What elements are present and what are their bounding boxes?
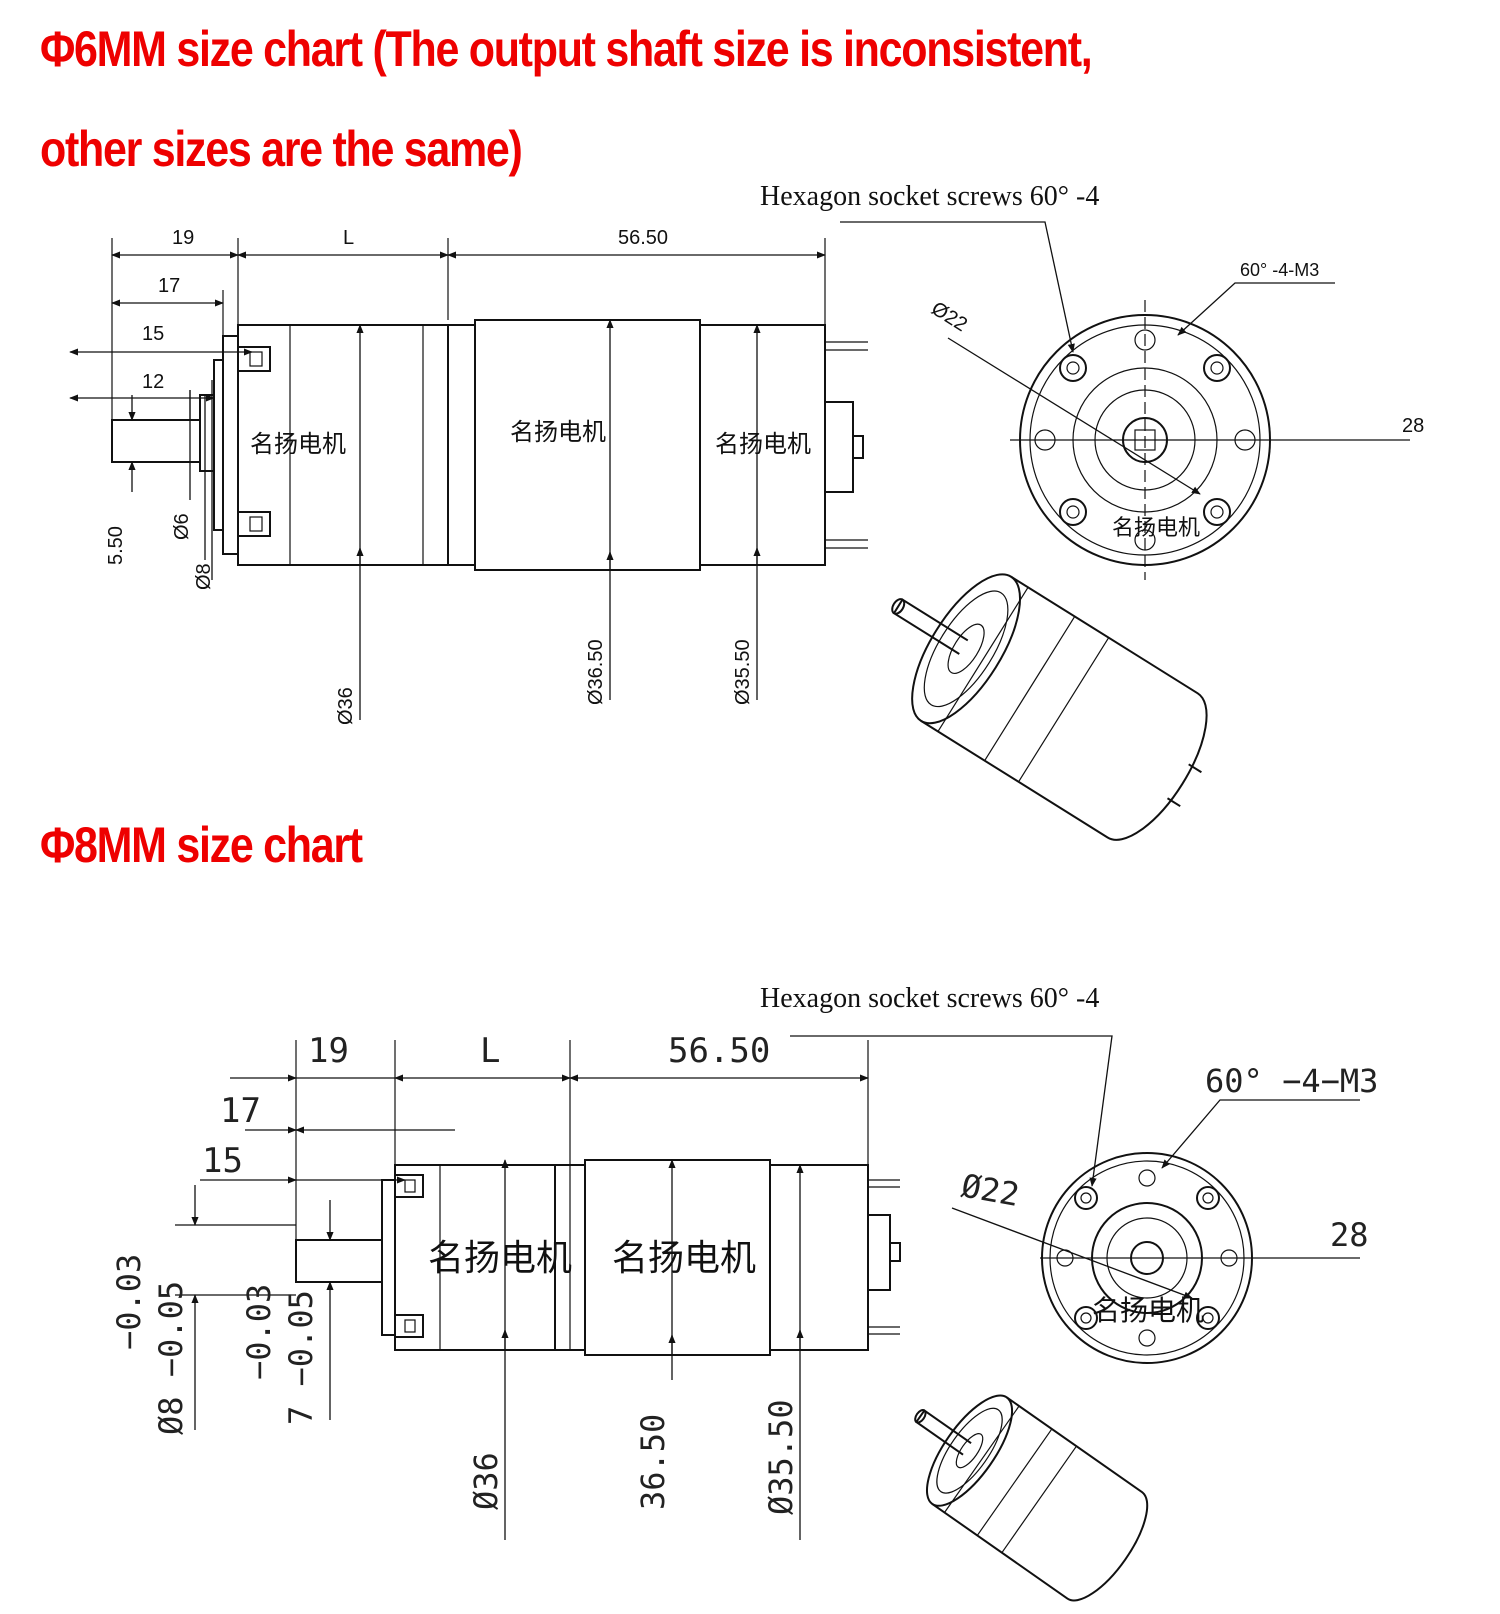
phi8-dim-phi36: Ø36 (467, 1452, 505, 1510)
phi8-motor-back (769, 1164, 869, 1351)
phi8-hole-note: 60° −4−M3 (1205, 1062, 1378, 1100)
phi8-tol-upper-8: −0.03 (110, 1254, 148, 1350)
phi6-dim-phi6: Ø6 (171, 513, 193, 540)
phi6-dim-phi3550: Ø35.50 (732, 639, 754, 705)
phi6-hole-note: 60° -4-M3 (1240, 260, 1319, 280)
phi8-end-view: 60° −4−M3 Ø22 28 名扬电机 (790, 1035, 1378, 1364)
phi8-output-shaft (295, 1239, 383, 1283)
phi6-dim-phi8: Ø8 (193, 563, 215, 590)
phi8-dim-19: 19 (308, 1031, 349, 1071)
phi8-mounting-holes (1056, 1169, 1238, 1347)
phi6-title-line1: Φ6MM size chart (The output shaft size i… (40, 21, 1093, 77)
phi8-dimensions: 19 L 56.50 17 15 −0.03 Ø8 −0.05 −0.03 7 … (110, 1031, 869, 1540)
phi6-side-view: 名扬电机 名扬电机 名扬电机 (111, 319, 868, 571)
phi8-dim-phi22: Ø22 (959, 1166, 1023, 1213)
phi8-tol-lower-7: 7 −0.05 (282, 1290, 320, 1425)
phi8-screw-note: Hexagon socket screws 60° -4 (760, 983, 1099, 1014)
phi8-dim-15: 15 (202, 1141, 243, 1181)
phi6-screw-note: Hexagon socket screws 60° -4 (760, 181, 1099, 212)
phi6-dim-L: L (343, 227, 354, 249)
phi6-drawing: Hexagon socket screws 60° -4 名扬电机 名扬电 (69, 181, 1424, 841)
phi6-dim-phi22: Ø22 (927, 298, 971, 337)
phi6-brand-2: 名扬电机 (510, 419, 606, 446)
phi8-dim-L: L (480, 1031, 500, 1071)
phi8-motor-illustration (914, 1394, 1149, 1602)
phi8-side-view: 名扬电机 名扬电机 (295, 1159, 901, 1356)
phi8-end-brand: 名扬电机 (1092, 1295, 1204, 1326)
phi6-end-view: 60° -4-M3 Ø22 28 名扬电机 (840, 221, 1424, 580)
phi8-drawing: Hexagon socket screws 60° -4 名扬电机 名扬电机 (110, 983, 1378, 1602)
phi6-dimensions: 19 L 56.50 17 15 12 5.50 Ø6 Ø8 Ø36 Ø36.5… (69, 227, 826, 725)
phi8-dim-17: 17 (220, 1091, 261, 1131)
phi6-dim-phi3650: Ø36.50 (585, 639, 607, 705)
phi8-dim-5650: 56.50 (668, 1031, 770, 1071)
phi8-tol-upper-7: −0.03 (240, 1284, 278, 1380)
phi6-title-line2: other sizes are the same) (40, 121, 523, 177)
phi6-brand-3: 名扬电机 (715, 431, 811, 458)
phi6-motor-illustration (891, 573, 1208, 841)
phi6-dim-5650: 56.50 (618, 227, 668, 249)
phi8-dim-phi3550: Ø35.50 (762, 1399, 800, 1515)
phi6-dim-phi36: Ø36 (335, 687, 357, 725)
phi8-tol-lower-8: Ø8 −0.05 (152, 1281, 190, 1435)
phi6-dim-17: 17 (158, 275, 180, 297)
phi8-dim-28: 28 (1330, 1216, 1369, 1254)
phi6-end-brand: 名扬电机 (1112, 515, 1200, 540)
phi6-dim-12: 12 (142, 371, 164, 393)
phi6-mounting-holes (1034, 329, 1256, 551)
phi6-brand-1: 名扬电机 (250, 431, 346, 458)
phi6-dim-28: 28 (1402, 415, 1424, 437)
phi6-dim-550: 5.50 (105, 526, 127, 565)
phi8-dim-3650: 36.50 (634, 1414, 672, 1510)
phi8-brand-2: 名扬电机 (612, 1237, 756, 1278)
phi8-title: Φ8MM size chart (40, 817, 363, 873)
phi6-output-shaft (111, 419, 201, 463)
phi8-brand-1: 名扬电机 (428, 1237, 572, 1278)
phi6-dim-19: 19 (172, 227, 194, 249)
phi6-dim-15: 15 (142, 323, 164, 345)
